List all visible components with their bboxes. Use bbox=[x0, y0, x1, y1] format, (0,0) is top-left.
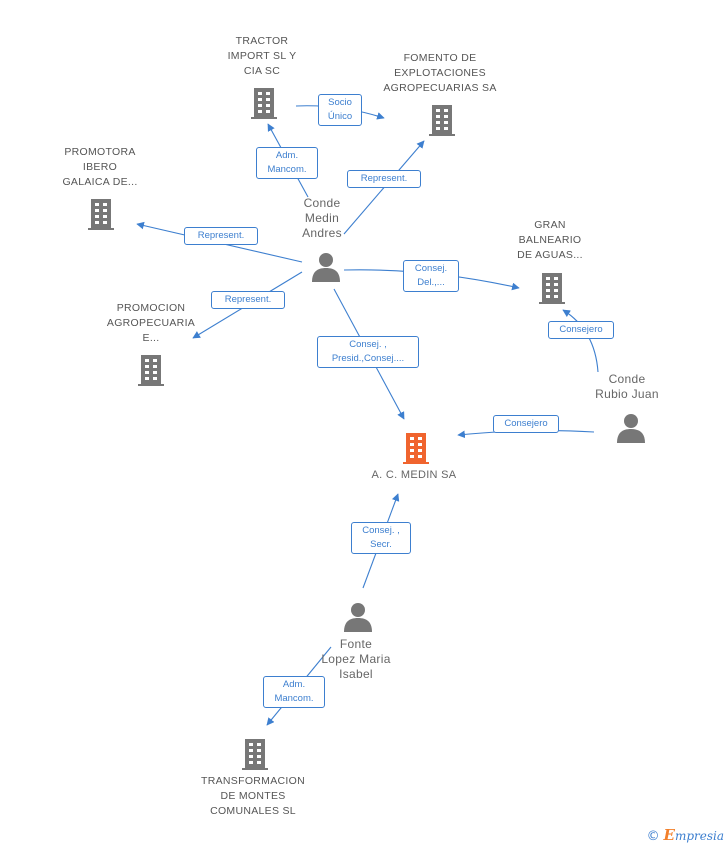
conde-rubio-label[interactable]: Conde Rubio Juan bbox=[595, 372, 659, 401]
fomento-label[interactable]: FOMENTO DE EXPLOTACIONES AGROPECUARIAS S… bbox=[383, 52, 497, 94]
fonte-person-icon[interactable] bbox=[343, 602, 373, 632]
conde-medin-label[interactable]: Conde Medin Andres bbox=[302, 196, 342, 240]
conde-rubio-person-icon[interactable] bbox=[616, 413, 646, 443]
copyright-symbol: © bbox=[646, 829, 660, 844]
edge-label-consej-secr[interactable]: Consej. , Secr. bbox=[351, 522, 411, 554]
tractor-label[interactable]: TRACTOR IMPORT SL Y CIA SC bbox=[227, 35, 297, 77]
fonte-label[interactable]: Fonte Lopez Maria Isabel bbox=[321, 637, 391, 681]
brand-logo-e: E bbox=[663, 826, 675, 844]
promocion-building-icon[interactable] bbox=[137, 352, 165, 386]
transformacion-building-icon[interactable] bbox=[241, 736, 269, 770]
edge-label-consejero-gran[interactable]: Consejero bbox=[548, 321, 614, 339]
edge-label-represent-promotora[interactable]: Represent. bbox=[184, 227, 258, 245]
edge-label-socio-unico[interactable]: Socio Único bbox=[318, 94, 362, 126]
tractor-building-icon[interactable] bbox=[250, 85, 278, 119]
edge-label-consej-del[interactable]: Consej. Del.,... bbox=[403, 260, 459, 292]
brand-logo-text: mpresia bbox=[674, 829, 724, 843]
edge-label-adm-mancom-1[interactable]: Adm. Mancom. bbox=[256, 147, 318, 179]
edge-label-represent-fomento[interactable]: Represent. bbox=[347, 170, 421, 188]
edge-label-adm-mancom-2[interactable]: Adm. Mancom. bbox=[263, 676, 325, 708]
edge-label-represent-promocion[interactable]: Represent. bbox=[211, 291, 285, 309]
gran-balneario-label[interactable]: GRAN BALNEARIO DE AGUAS... bbox=[517, 219, 583, 261]
edge-label-consej-presid[interactable]: Consej. , Presid.,Consej.... bbox=[317, 336, 419, 368]
brand-footer: © Empresia bbox=[647, 826, 724, 844]
main-company-building-icon[interactable] bbox=[402, 430, 430, 464]
promotora-label[interactable]: PROMOTORA IBERO GALAICA DE... bbox=[62, 146, 138, 188]
main-company-label[interactable]: A. C. MEDIN SA bbox=[371, 469, 457, 481]
fomento-building-icon[interactable] bbox=[428, 102, 456, 136]
gran-balneario-building-icon[interactable] bbox=[538, 270, 566, 304]
conde-medin-person-icon[interactable] bbox=[311, 252, 341, 282]
promocion-label[interactable]: PROMOCION AGROPECUARIA E... bbox=[106, 302, 196, 344]
edge-label-consejero-main[interactable]: Consejero bbox=[493, 415, 559, 433]
promotora-building-icon[interactable] bbox=[87, 196, 115, 230]
edge-conde-rubio-gran-balneario bbox=[562, 309, 599, 373]
transformacion-label[interactable]: TRANSFORMACION DE MONTES COMUNALES SL bbox=[201, 775, 305, 817]
